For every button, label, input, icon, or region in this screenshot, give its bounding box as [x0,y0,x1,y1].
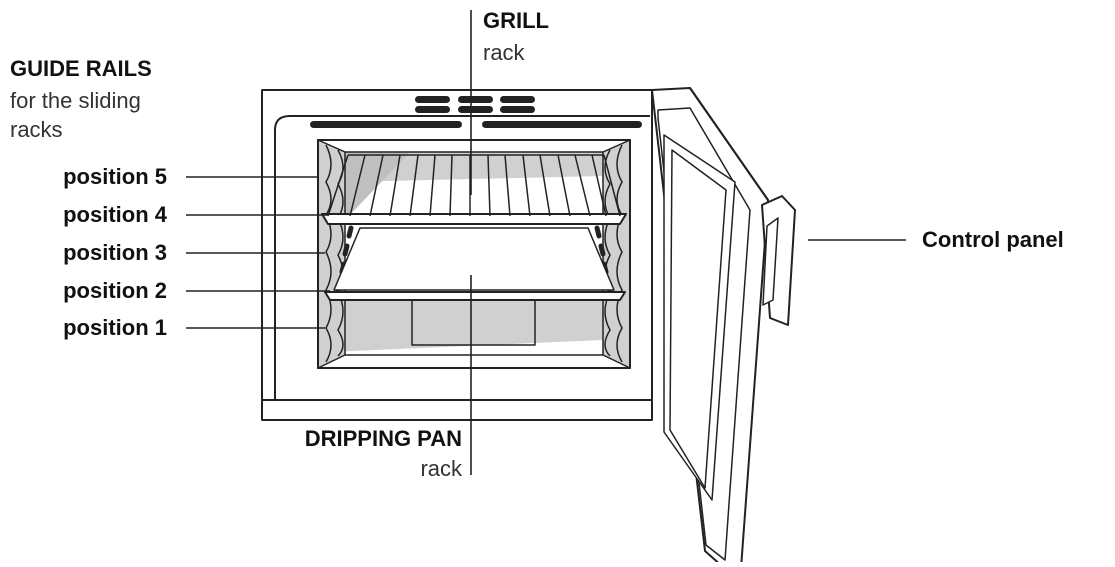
dripping-pan-label-sub: rack [420,456,462,481]
leader-lines [186,10,906,475]
grill-rack [321,154,627,225]
guide-rails-right [604,144,623,363]
grill-label-sub: rack [483,40,525,65]
vent-slots [310,96,642,128]
control-panel [761,195,796,326]
position-4-label: position 4 [63,202,167,227]
dripping-pan [324,227,626,301]
dripping-pan-label-title: DRIPPING PAN [304,426,462,451]
position-1-label: position 1 [63,315,167,340]
position-3-label: position 3 [63,240,167,265]
oven-body [261,89,653,421]
oven-door [651,87,769,567]
position-2-label: position 2 [63,278,167,303]
guide-rails-title: GUIDE RAILS [10,56,152,81]
guide-rails-desc-line1: for the sliding [10,88,141,113]
grill-label-title: GRILL [483,8,549,33]
guide-rails-desc-line2: racks [10,117,63,142]
control-panel-label: Control panel [922,227,1064,252]
oven-cavity [317,139,631,369]
position-5-label: position 5 [63,164,167,189]
